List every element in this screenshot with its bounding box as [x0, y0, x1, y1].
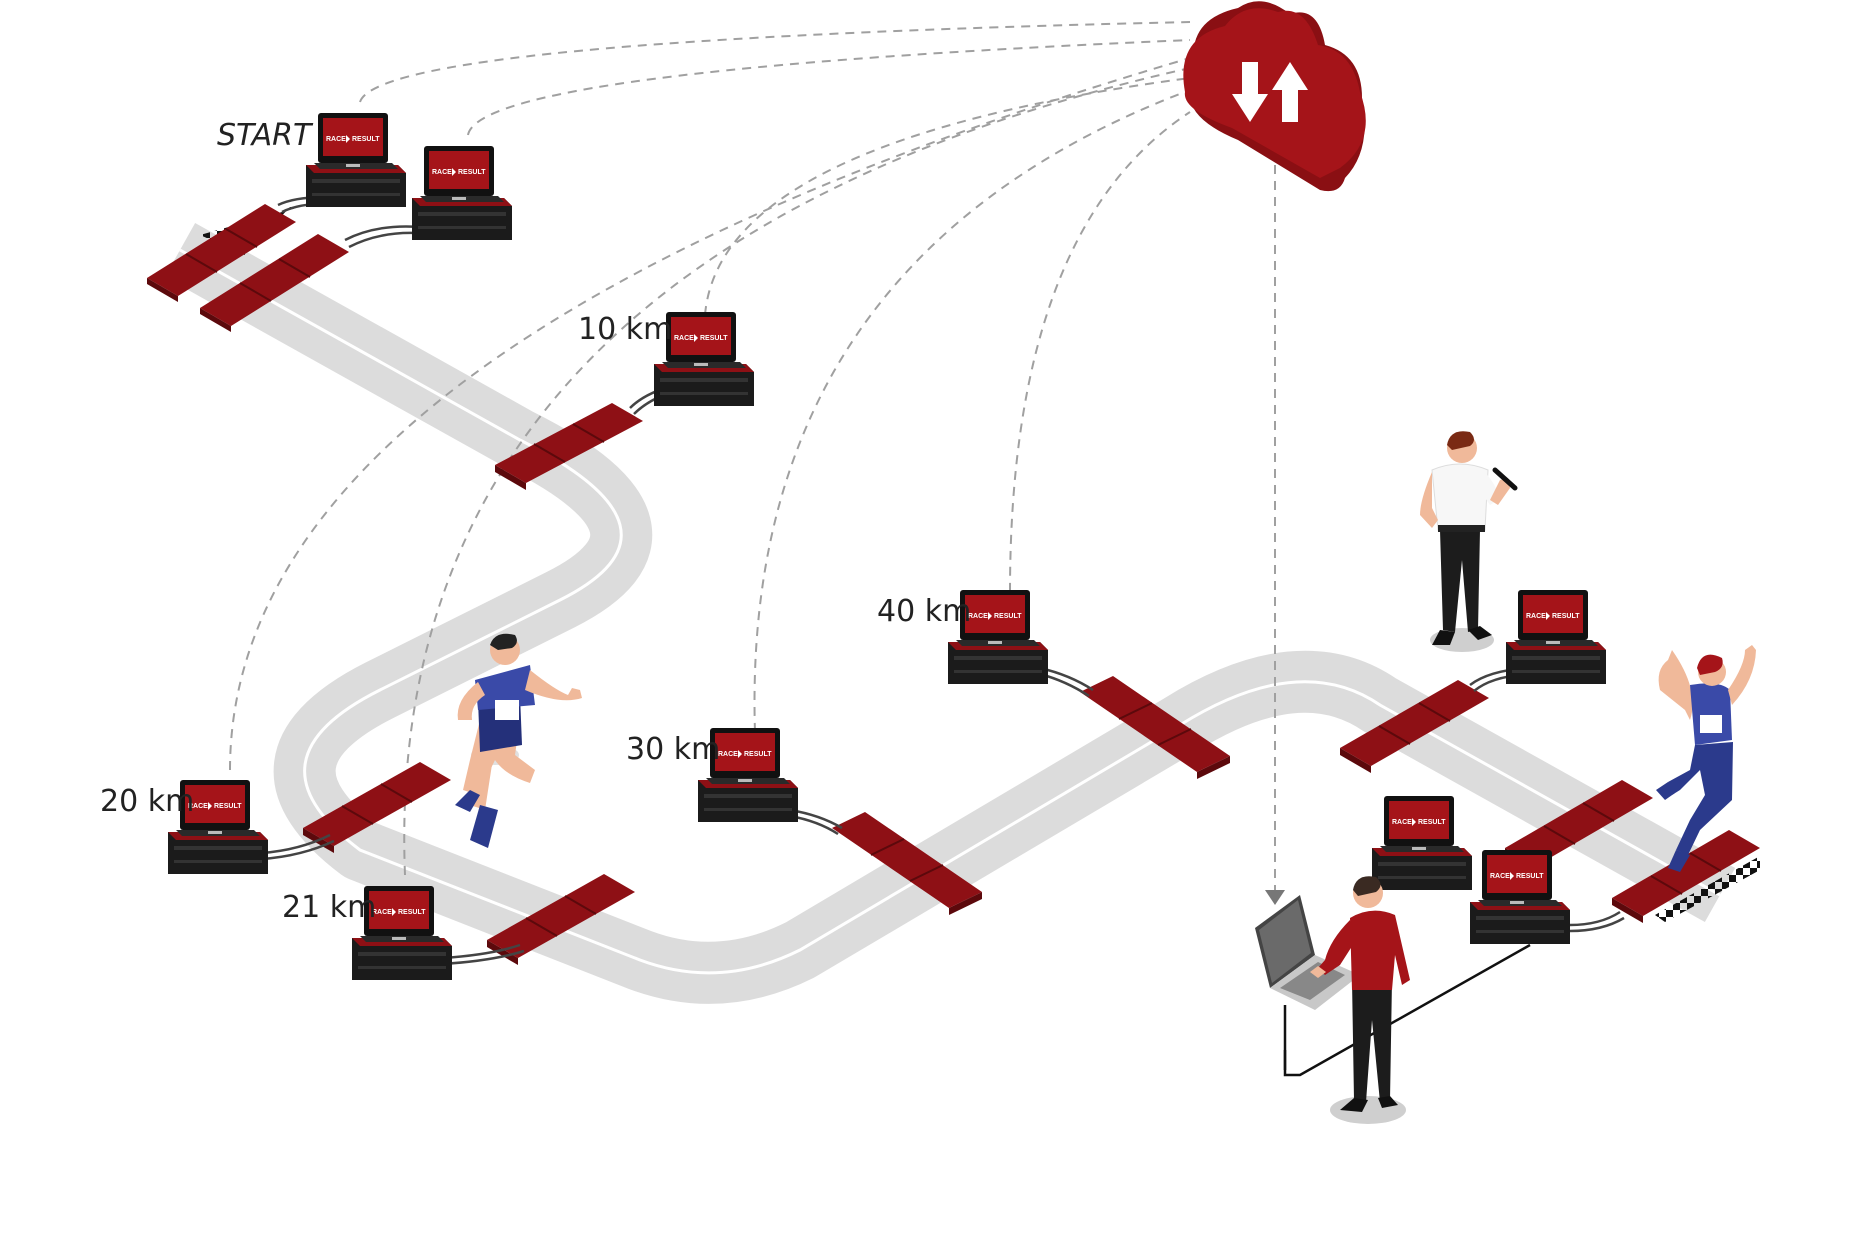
mat-finish-2	[1612, 830, 1760, 923]
svg-text:RESULT: RESULT	[1418, 819, 1446, 826]
svg-text:RACE: RACE	[718, 751, 738, 758]
checkpoint-label-30km: 30 km	[626, 732, 721, 767]
svg-text:RESULT: RESULT	[214, 803, 242, 810]
checkpoint-label-20km: 20 km	[100, 784, 195, 819]
cloud-links	[229, 21, 1276, 890]
mat-start-2	[200, 234, 349, 332]
timing-box-icon: RACE RESULT	[306, 113, 406, 207]
checkpoint-label-start: START	[217, 118, 312, 153]
runner-female	[1656, 645, 1756, 872]
link-10km	[704, 77, 1191, 316]
svg-text:RACE: RACE	[674, 335, 694, 342]
mat-40km	[1080, 676, 1230, 779]
checkpoint-label-10km: 10 km	[578, 312, 673, 347]
timing-box-icon: RACE RESULT	[168, 780, 268, 874]
link-30km	[753, 89, 1191, 733]
svg-text:RESULT: RESULT	[1516, 873, 1544, 880]
timing-box-icon: RACE RESULT	[412, 146, 512, 240]
svg-text:RESULT: RESULT	[1552, 613, 1580, 620]
svg-text:RESULT: RESULT	[994, 613, 1022, 620]
svg-text:RESULT: RESULT	[352, 136, 380, 143]
timing-boxes: RACE RESULT RACE RESULT RACE RESULT RACE RESULT…	[168, 113, 1606, 980]
timing-box-icon: RACE RESULT	[1470, 850, 1570, 944]
svg-text:RACE: RACE	[1392, 819, 1412, 826]
link-start-a	[359, 21, 1191, 103]
link-start-b	[467, 39, 1191, 136]
mat-21km	[487, 874, 635, 965]
svg-text:RACE: RACE	[188, 803, 208, 810]
svg-text:RESULT: RESULT	[700, 335, 728, 342]
link-40km	[1009, 111, 1191, 593]
timing-box-icon: RACE RESULT	[698, 728, 798, 822]
mat-start-1	[147, 204, 300, 302]
timing-box-icon: RACE RESULT	[1372, 796, 1472, 890]
arrow-to-laptop	[1265, 890, 1285, 905]
svg-text:RESULT: RESULT	[398, 909, 426, 916]
svg-text:RACE: RACE	[1490, 873, 1510, 880]
timing-box-icon: RACE RESULT	[654, 312, 754, 406]
svg-text:RESULT: RESULT	[744, 751, 772, 758]
svg-text:RACE: RACE	[1526, 613, 1546, 620]
svg-text:RACE: RACE	[968, 613, 988, 620]
svg-text:RACE: RACE	[432, 169, 452, 176]
timing-mats	[147, 204, 1760, 965]
svg-text:RACE: RACE	[372, 909, 392, 916]
laptop-icon	[1255, 895, 1360, 1010]
cloud-sync-icon	[1183, 1, 1366, 192]
timing-box-icon: RACE RESULT	[1506, 590, 1606, 684]
timing-box-icon: RACE RESULT	[352, 886, 452, 980]
link-21km	[403, 67, 1191, 876]
race-track	[164, 222, 1736, 1004]
svg-text:RESULT: RESULT	[458, 169, 486, 176]
timing-box-icon: RACE RESULT	[948, 590, 1048, 684]
mat-finish-pre	[1340, 680, 1489, 773]
announcer	[1420, 431, 1518, 652]
checkpoint-label-21km: 21 km	[282, 890, 377, 925]
checkpoint-label-40km: 40 km	[877, 594, 972, 629]
svg-text:RACE: RACE	[326, 136, 346, 143]
runner-male	[455, 633, 582, 848]
mat-10km	[495, 403, 643, 490]
operator	[1310, 876, 1410, 1124]
mat-30km	[832, 812, 982, 915]
